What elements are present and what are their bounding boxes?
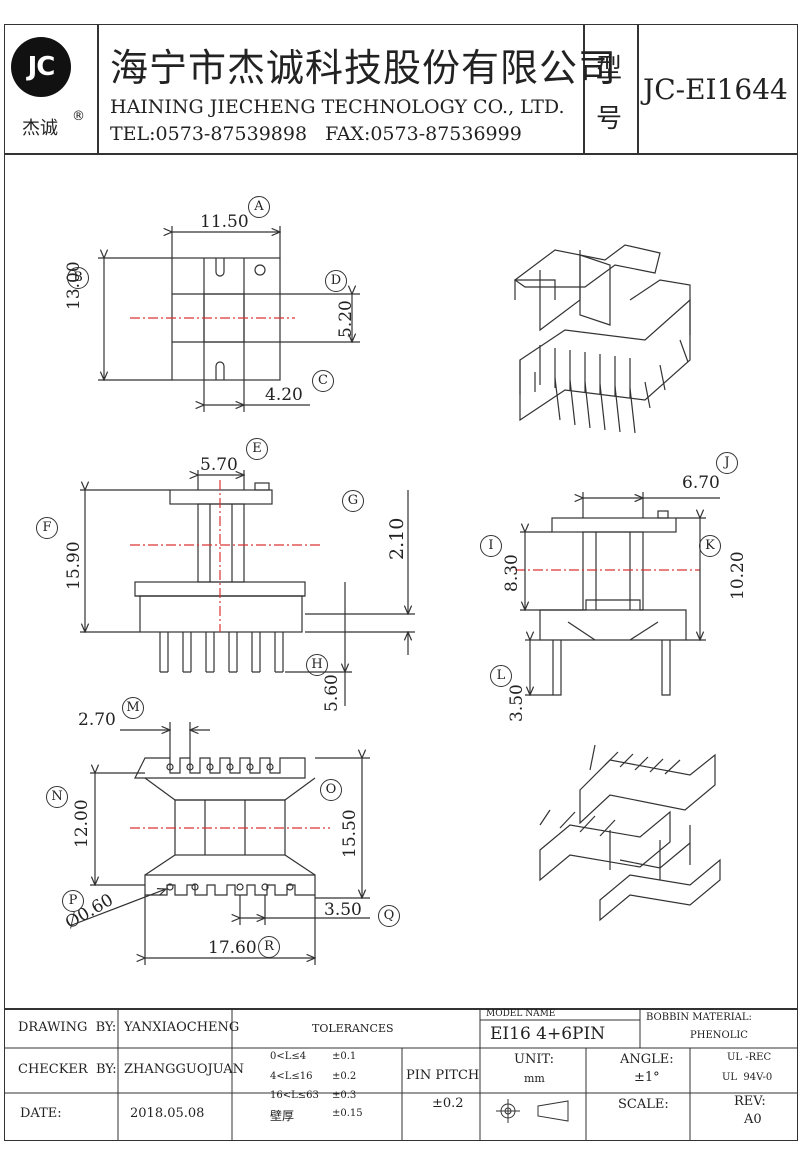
technical-drawing <box>71 226 721 965</box>
dim-h-value: 5.60 <box>322 674 342 712</box>
tol-range-4: 壁厚 <box>270 1109 295 1123</box>
dim-l-value: 3.50 <box>507 684 527 722</box>
checker-by-value: ZHANGGUOJUAN <box>124 1062 245 1077</box>
dim-g-label: G <box>342 490 364 512</box>
logo-text: 杰诚 <box>22 118 58 139</box>
scale-label: SCALE: <box>618 1097 669 1112</box>
dim-e-label: E <box>246 438 268 460</box>
dim-n-label: N <box>46 786 68 808</box>
pin-pitch-value: ±0.2 <box>432 1096 464 1111</box>
tol-value-1: ±0.1 <box>332 1051 357 1062</box>
header-divider-2 <box>583 24 585 154</box>
model-name-value: EI16 4+6PIN <box>490 1024 606 1044</box>
type-label-1: 型 <box>596 54 623 84</box>
iso-view-top <box>513 244 691 434</box>
dim-o-label: O <box>320 779 342 801</box>
unit-value: mm <box>524 1072 545 1085</box>
angle-label: ANGLE: <box>620 1052 674 1067</box>
angle-value: ±1° <box>634 1070 660 1085</box>
dim-m-value: 2.70 <box>78 710 116 730</box>
header-divider-3 <box>637 24 639 154</box>
front-pins <box>159 632 284 673</box>
top-view <box>98 226 360 412</box>
drawing-frame <box>4 154 798 1009</box>
dim-d-label: D <box>325 270 347 292</box>
ul-rec: UL -REC <box>727 1052 772 1063</box>
dim-c-value: 4.20 <box>265 385 303 405</box>
dim-c-label: C <box>312 370 334 392</box>
side-view <box>515 492 720 695</box>
dim-b-label: B <box>67 267 89 289</box>
dim-j-label: J <box>716 452 738 474</box>
front-view <box>80 470 415 706</box>
rev-value: A0 <box>744 1112 762 1127</box>
unit-label: UNIT: <box>514 1052 555 1067</box>
dim-q-label: Q <box>378 905 400 927</box>
dim-m-label: M <box>122 697 144 719</box>
rev-label: REV: <box>734 1094 766 1109</box>
header-frame <box>4 24 798 154</box>
dim-j-value: 6.70 <box>682 473 720 493</box>
projection-symbol <box>488 1100 578 1124</box>
title-block <box>4 1009 798 1141</box>
model-name-label: MODEL NAME <box>486 1009 556 1019</box>
dim-f-label: F <box>36 517 58 539</box>
model-code: JC-EI1644 <box>643 73 788 106</box>
tol-range-1: 0<L≤4 <box>270 1051 307 1062</box>
dim-g-value: 2.10 <box>386 517 408 560</box>
tolerances-title: TOLERANCES <box>312 1022 394 1035</box>
dim-n-value: 12.00 <box>72 799 92 848</box>
dim-p-label: P <box>62 890 84 912</box>
tol-range-2: 4<L≤16 <box>270 1071 313 1082</box>
dim-k-value: 10.20 <box>728 551 748 600</box>
logo-registered-mark: ® <box>72 109 85 124</box>
checker-by-label: CHECKER BY: <box>18 1062 117 1077</box>
header-divider-1 <box>97 24 99 154</box>
dim-q-value: 3.50 <box>324 900 362 920</box>
dim-i-label: I <box>480 535 502 557</box>
dim-l-label: L <box>490 665 512 687</box>
tol-value-3: ±0.3 <box>332 1090 357 1101</box>
type-label-2: 号 <box>596 104 623 134</box>
tol-value-2: ±0.2 <box>332 1071 357 1082</box>
ul-94v0: UL 94V-0 <box>722 1072 773 1083</box>
dim-h-label: H <box>306 654 328 676</box>
pin-pitch-label: PIN PITCH <box>406 1068 480 1083</box>
company-name-cn: 海宁市杰诚科技股份有限公司 <box>110 46 618 90</box>
iso-view-bottom <box>539 744 721 922</box>
dim-d-value: 5.20 <box>336 300 356 338</box>
dim-a-value: 11.50 <box>200 212 249 232</box>
dim-f-value: 15.90 <box>64 541 84 590</box>
dim-o-value: 15.50 <box>340 809 360 858</box>
dim-r-value: 17.60 <box>208 938 257 958</box>
tol-range-3: 16<L≤63 <box>270 1090 319 1101</box>
bobbin-material-label: BOBBIN MATERIAL: <box>646 1012 752 1023</box>
dim-i-value: 8.30 <box>502 554 522 592</box>
dim-e-value: 5.70 <box>200 455 238 475</box>
tol-value-4: ±0.15 <box>332 1108 363 1119</box>
bottom-view <box>71 722 370 965</box>
dim-a-label: A <box>248 196 270 218</box>
date-value: 2018.05.08 <box>130 1106 205 1121</box>
dim-r-label: R <box>258 936 280 958</box>
date-label: DATE: <box>20 1106 62 1121</box>
company-name-en: HAINING JIECHENG TECHNOLOGY CO., LTD. <box>110 96 565 118</box>
drawing-by-value: YANXIAOCHENG <box>124 1020 240 1035</box>
company-contact: TEL:0573-87539898 FAX:0573-87536999 <box>110 123 522 145</box>
company-logo: JC <box>11 37 71 97</box>
drawing-by-label: DRAWING BY: <box>18 1020 117 1035</box>
bobbin-material-value: PHENOLIC <box>690 1030 748 1041</box>
dim-k-label: K <box>699 535 721 557</box>
